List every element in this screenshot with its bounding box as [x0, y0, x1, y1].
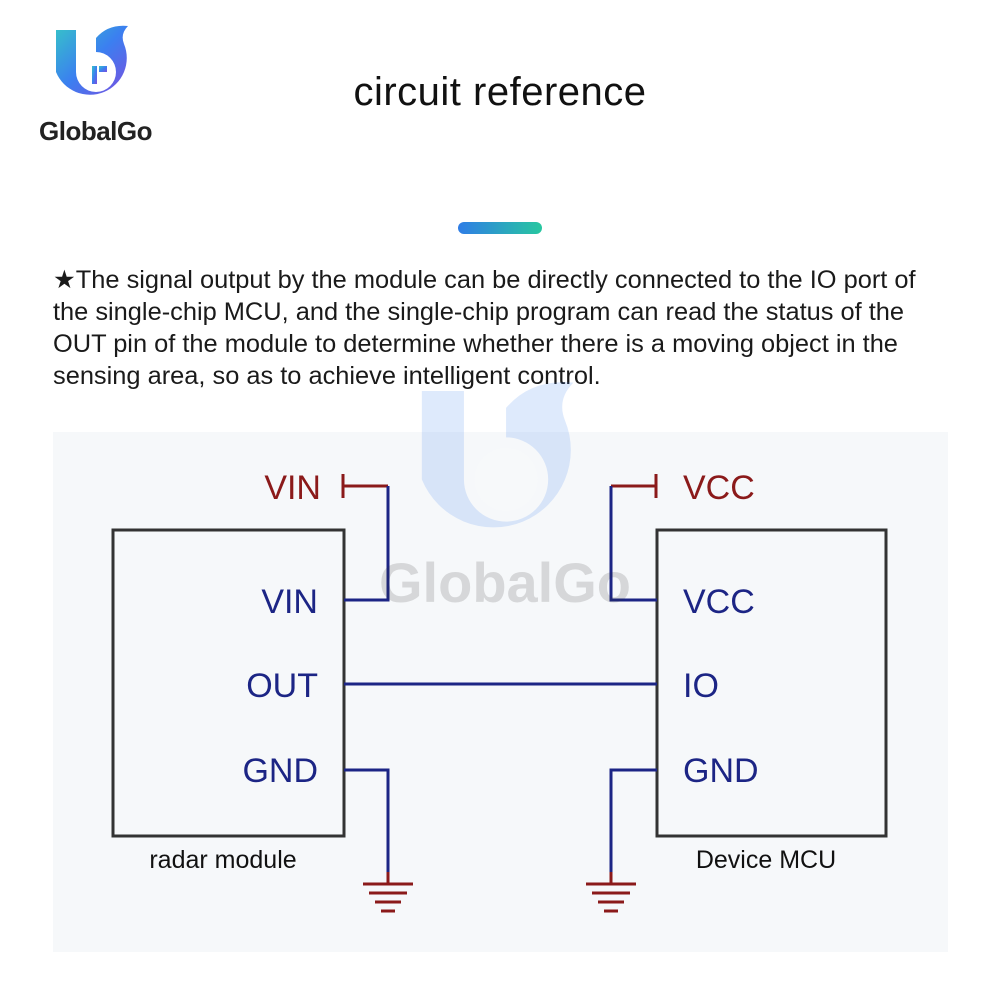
page-title: circuit reference [353, 70, 647, 114]
title-underline-bar [458, 222, 542, 234]
wire-left-gnd [344, 768, 390, 882]
wire-left-vin [344, 486, 390, 602]
wires [344, 486, 657, 882]
globalgo-logo-icon [56, 25, 128, 95]
left-ground-symbol [363, 872, 413, 913]
brand-name: GlobalGo [39, 116, 153, 146]
circuit-diagram: VIN VCC VIN OUT GND VCC IO GND radar mod… [111, 469, 888, 913]
wire-right-gnd [609, 768, 657, 882]
circuit-diagram-panel: VIN VCC VIN OUT GND VCC IO GND radar mod… [53, 432, 948, 952]
right-supply-label: VCC [683, 469, 755, 507]
left-supply-symbol [341, 474, 388, 498]
radar-module-label: radar module [149, 846, 296, 874]
left-supply-label: VIN [264, 469, 321, 507]
right-pin-vcc: VCC [683, 583, 755, 621]
left-pin-out: OUT [246, 667, 318, 705]
brand-logo: GlobalGo [28, 20, 163, 150]
left-pin-vin: VIN [261, 583, 318, 621]
wire-right-vcc [609, 486, 657, 602]
right-pin-io: IO [683, 667, 719, 705]
right-pin-gnd: GND [683, 752, 759, 790]
right-ground-symbol [586, 872, 636, 913]
left-pin-gnd: GND [242, 752, 318, 790]
right-supply-symbol [611, 474, 658, 498]
description-text: ★The signal output by the module can be … [53, 266, 916, 390]
device-mcu-label: Device MCU [696, 846, 836, 874]
